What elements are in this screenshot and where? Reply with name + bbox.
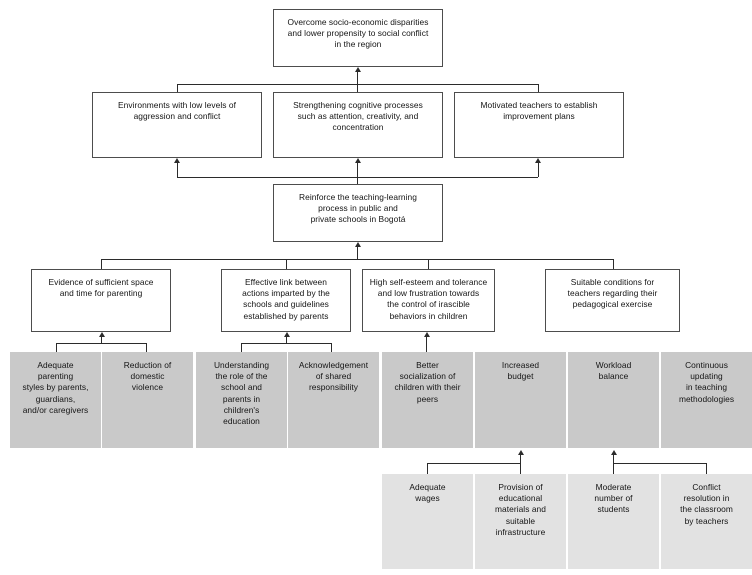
- node-goal[interactable]: Overcome socio-economic disparities and …: [273, 9, 443, 67]
- node-submean-2-label: Provision of educational materials and s…: [495, 482, 546, 537]
- connector-submeans-a-bus: [427, 463, 521, 464]
- connector-purpose-to-end-2: [357, 163, 358, 177]
- connector-ends-drop-1: [177, 84, 178, 92]
- connector-submean-1-riser: [427, 463, 428, 474]
- connector-mean-1-riser: [56, 343, 57, 352]
- connector-purpose-to-end-1: [177, 163, 178, 177]
- connector-ends-to-goal-stem: [357, 72, 358, 84]
- node-mean-6-label: Increased budget: [501, 360, 540, 382]
- node-component-3-label: High self-esteem and tolerance and low f…: [369, 277, 488, 321]
- node-mean-8[interactable]: Continuous updating in teaching methodol…: [661, 352, 752, 448]
- connector-means-b-stem: [286, 337, 287, 343]
- node-mean-5-label: Better socialization of children with th…: [394, 360, 461, 404]
- node-submean-4-label: Conflict resolution in the classroom by …: [680, 482, 733, 526]
- node-component-1-label: Evidence of sufficient space and time fo…: [48, 277, 154, 299]
- node-end-1-label: Environments with low levels of aggressi…: [118, 100, 236, 122]
- connector-purpose-stem: [357, 177, 358, 189]
- node-component-2-label: Effective link between actions imparted …: [242, 277, 330, 321]
- arrowhead-means-b-to-component-2: [284, 332, 290, 337]
- node-submean-4[interactable]: Conflict resolution in the classroom by …: [661, 474, 752, 569]
- connector-mean-2-riser: [146, 343, 147, 352]
- connector-means-a-bus: [56, 343, 146, 344]
- node-component-4-label: Suitable conditions for teachers regardi…: [567, 277, 658, 310]
- connector-mean-4-riser: [331, 343, 332, 352]
- connector-submeans-a-stem: [520, 455, 521, 474]
- connector-submean-4-riser: [706, 463, 707, 474]
- node-purpose[interactable]: Reinforce the teaching-learning process …: [273, 184, 443, 242]
- connector-components-drop-2: [286, 259, 287, 269]
- node-mean-7[interactable]: Workload balance: [568, 352, 659, 448]
- connector-components-drop-3: [428, 259, 429, 269]
- node-component-1[interactable]: Evidence of sufficient space and time fo…: [31, 269, 171, 332]
- arrowhead-submeans-b-to-mean-7: [611, 450, 617, 455]
- connector-submeans-b-stem: [613, 455, 614, 474]
- node-end-3-label: Motivated teachers to establish improvem…: [480, 100, 598, 122]
- arrowhead-purpose-to-end-2: [355, 158, 361, 163]
- node-mean-4[interactable]: Acknowledgement of shared responsibility: [288, 352, 379, 448]
- arrowhead-ends-to-goal: [355, 67, 361, 72]
- node-mean-3-label: Understanding the role of the school and…: [213, 360, 270, 427]
- node-component-3[interactable]: High self-esteem and tolerance and low f…: [362, 269, 495, 332]
- node-submean-1-label: Adequate wages: [409, 482, 446, 504]
- node-component-2[interactable]: Effective link between actions imparted …: [221, 269, 351, 332]
- connector-ends-drop-3: [538, 84, 539, 92]
- node-mean-8-label: Continuous updating in teaching methodol…: [678, 360, 735, 404]
- connector-means-b-bus: [241, 343, 331, 344]
- connector-components-bus: [101, 259, 613, 260]
- node-submean-1[interactable]: Adequate wages: [382, 474, 473, 569]
- node-end-1[interactable]: Environments with low levels of aggressi…: [92, 92, 262, 158]
- connector-mean-3-riser: [241, 343, 242, 352]
- node-goal-label: Overcome socio-economic disparities and …: [287, 17, 429, 50]
- arrowhead-submeans-a-to-mean-6: [518, 450, 524, 455]
- arrowhead-purpose-to-end-3: [535, 158, 541, 163]
- connector-mean-5-riser: [426, 337, 427, 352]
- node-mean-6[interactable]: Increased budget: [475, 352, 566, 448]
- node-mean-1[interactable]: Adequate parenting styles by parents, gu…: [10, 352, 101, 448]
- node-mean-1-label: Adequate parenting styles by parents, gu…: [22, 360, 89, 415]
- node-end-3[interactable]: Motivated teachers to establish improvem…: [454, 92, 624, 158]
- node-component-4[interactable]: Suitable conditions for teachers regardi…: [545, 269, 680, 332]
- connector-purpose-to-end-3: [538, 163, 539, 177]
- node-mean-2-label: Reduction of domestic violence: [123, 360, 172, 393]
- node-mean-7-label: Workload balance: [595, 360, 632, 382]
- node-submean-3[interactable]: Moderate number of students: [568, 474, 659, 569]
- node-end-2-label: Strengthening cognitive processes such a…: [293, 100, 423, 133]
- node-mean-5[interactable]: Better socialization of children with th…: [382, 352, 473, 448]
- connector-components-drop-4: [613, 259, 614, 269]
- connector-components-drop-1: [101, 259, 102, 269]
- arrowhead-means-a-to-component-1: [99, 332, 105, 337]
- connector-components-to-purpose: [357, 247, 358, 259]
- arrowhead-mean-5-to-component-3: [424, 332, 430, 337]
- node-submean-3-label: Moderate number of students: [594, 482, 633, 515]
- node-end-2[interactable]: Strengthening cognitive processes such a…: [273, 92, 443, 158]
- node-submean-2[interactable]: Provision of educational materials and s…: [475, 474, 566, 569]
- connector-means-a-stem: [101, 337, 102, 343]
- arrowhead-components-to-purpose: [355, 242, 361, 247]
- node-purpose-label: Reinforce the teaching-learning process …: [299, 192, 417, 225]
- connector-submeans-b-bus: [613, 463, 707, 464]
- connector-ends-drop-2: [357, 84, 358, 92]
- arrowhead-purpose-to-end-1: [174, 158, 180, 163]
- node-mean-2[interactable]: Reduction of domestic violence: [102, 352, 193, 448]
- node-mean-4-label: Acknowledgement of shared responsibility: [298, 360, 369, 393]
- node-mean-3[interactable]: Understanding the role of the school and…: [196, 352, 287, 448]
